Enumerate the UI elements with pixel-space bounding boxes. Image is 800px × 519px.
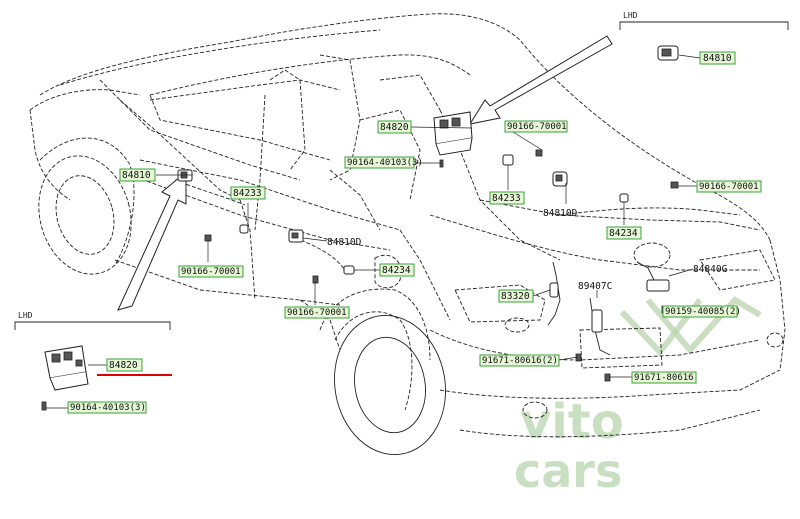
screw-d [604,373,611,382]
callout-89407c: 89407C [578,281,612,292]
svg-text:90164-40103(3): 90164-40103(3) [70,403,146,413]
screw-a [439,159,444,168]
svg-text:83320: 83320 [501,291,530,302]
svg-text:84233: 84233 [233,188,262,199]
callout-90166-c: 90166-70001 [178,265,244,278]
callout-83320: 83320 [498,289,534,303]
sensor-89407c [589,297,611,356]
svg-text:90166-70001: 90166-70001 [287,308,347,318]
svg-text:84233: 84233 [492,193,521,204]
watermark-line1: vito [520,394,624,450]
switch-84810d-mid [288,229,304,243]
svg-text:84234: 84234 [382,265,411,276]
callout-84810d-right: 84810D [543,208,578,219]
lhd-inset-brackets: LHD LHD [14,11,789,376]
clip-a [535,149,543,157]
lhd-label-bottom: LHD [18,311,33,320]
window-switch-84820 [433,111,473,156]
switch-84234-mid [343,265,355,275]
screw-b [312,275,319,284]
arrow-to-front-door [117,170,187,311]
callout-84840g: 84840G [693,264,728,275]
window-switch-84820-inset [41,345,89,411]
sensor-84233-mid [239,224,249,234]
callout-84233-mid: 84233 [230,186,266,200]
callout-90159: 90159-40085(2) [662,305,741,318]
switch-84840g [636,261,670,292]
callout-90166-d: 90166-70001 [284,306,350,319]
callout-84820-inset: 84820 [106,358,143,372]
svg-text:90166-70001: 90166-70001 [181,267,241,277]
arrow-to-switch [468,35,613,125]
sensor-84233-right [502,154,514,190]
watermark-line2: cars [514,444,622,498]
sensor-83320 [547,261,561,326]
clip-b [670,181,679,189]
switch-84810-top [657,45,679,61]
callout-84234-mid: 84234 [379,263,415,277]
svg-text:91671-80616: 91671-80616 [634,373,694,383]
watermark: vito cars [514,296,762,498]
callout-labels: 84810 84820 90166-70001 90164-40103(3) 8… [67,51,762,414]
svg-text:84234: 84234 [609,228,638,239]
callout-90164-a: 90164-40103(3) [344,156,423,169]
callout-84233-right: 84233 [489,191,525,205]
svg-text:84840G: 84840G [693,264,728,275]
callout-84810d-mid: 84810D [327,237,362,248]
svg-text:90166-70001: 90166-70001 [507,122,567,132]
svg-text:84810D: 84810D [543,208,578,219]
svg-text:89407C: 89407C [578,281,612,292]
switch-84234-right [619,193,629,225]
car-body-outline [29,13,786,456]
svg-text:90159-40085(2): 90159-40085(2) [665,307,741,317]
lhd-label-top: LHD [623,11,638,20]
switch-84810-left [177,169,193,182]
svg-text:84820: 84820 [109,360,138,371]
svg-text:84810: 84810 [703,53,732,64]
svg-text:90166-70001: 90166-70001 [699,182,759,192]
svg-text:90164-40103(3): 90164-40103(3) [347,158,423,168]
leader-lines [46,54,701,409]
callout-90164-inset: 90164-40103(3) [67,401,147,414]
callout-84810-top: 84810 [699,51,736,65]
callout-84810-left: 84810 [119,168,156,182]
svg-text:84820: 84820 [380,122,409,133]
svg-text:84810: 84810 [122,170,151,181]
callout-84234-right: 84234 [606,226,642,240]
svg-text:84810D: 84810D [327,237,362,248]
pointer-arrows [117,35,613,311]
callout-91671-a: 91671-80616(2) [479,354,560,367]
svg-text:91671-80616(2): 91671-80616(2) [482,356,558,366]
callout-84820-main: 84820 [377,120,412,134]
callout-91671-b: 91671-80616 [631,371,697,384]
callout-90166-a: 90166-70001 [504,120,568,133]
switch-84810d-right [552,171,568,187]
callout-90166-b: 90166-70001 [696,180,762,193]
